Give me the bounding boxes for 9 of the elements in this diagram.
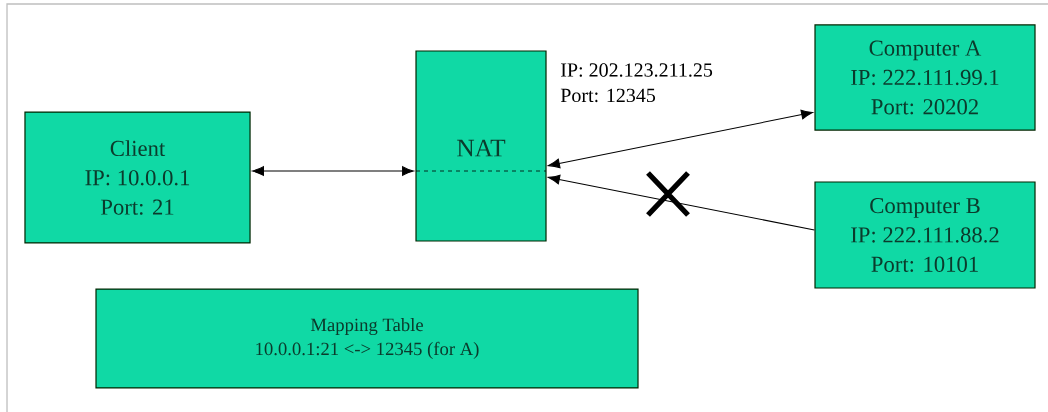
address-label: IP: 202.123.211.25 Port: 12345 [560,63,713,103]
mapping-table-box: Mapping Table 10.0.0.1:21 <-> 12345 (for A) [95,288,639,389]
computer-box: Computer A IP: 222.111.99.1 Port: 20202 [814,24,1036,131]
arrow [548,174,815,231]
arrow [548,109,813,169]
nat-box: NAT [415,50,547,242]
arrow [252,166,414,176]
client-box: Client IP: 10.0.0.1 Port: 21 [24,111,251,244]
computer-box: Computer B IP: 222.111.88.2 Port: 10101 [814,181,1036,289]
